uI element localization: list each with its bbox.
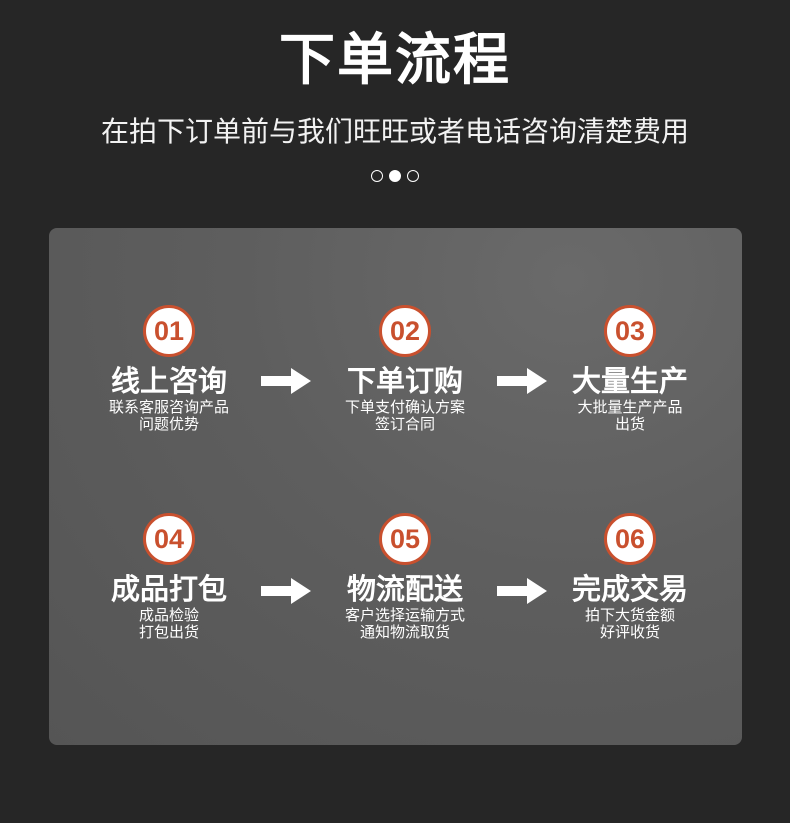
step-number-badge: 06 (604, 513, 656, 565)
right-arrow-icon (497, 578, 547, 604)
step-title: 物流配送 (346, 572, 463, 606)
step-title: 大量生产 (571, 364, 688, 398)
step-card: 06 完成交易 拍下大货金额 好评收货 (545, 513, 715, 641)
step-card: 02 下单订购 下单支付确认方案 签订合同 (320, 305, 490, 433)
step-title: 成品打包 (110, 572, 227, 606)
dot-indicator-active (389, 170, 401, 182)
step-title: 下单订购 (346, 364, 463, 398)
step-description: 联系客服咨询产品 问题优势 (108, 398, 229, 433)
step-description: 拍下大货金额 好评收货 (584, 606, 675, 641)
step-number-badge: 04 (143, 513, 195, 565)
step-description: 成品检验 打包出货 (138, 606, 199, 641)
right-arrow-icon (261, 368, 311, 394)
carousel-dots (0, 170, 790, 182)
page-title: 下单流程 (279, 28, 511, 93)
step-description: 大批量生产产品 出货 (577, 398, 683, 433)
right-arrow-icon (497, 368, 547, 394)
step-description: 下单支付确认方案 签订合同 (344, 398, 465, 433)
right-arrow-icon (261, 578, 311, 604)
step-title: 线上咨询 (110, 364, 227, 398)
dot-indicator (407, 170, 419, 182)
step-number-badge: 01 (143, 305, 195, 357)
step-number-badge: 05 (379, 513, 431, 565)
step-card: 01 线上咨询 联系客服咨询产品 问题优势 (84, 305, 254, 433)
dot-indicator (371, 170, 383, 182)
page-subtitle: 在拍下订单前与我们旺旺或者电话咨询清楚费用 (100, 115, 689, 148)
step-number-badge: 02 (379, 305, 431, 357)
step-card: 04 成品打包 成品检验 打包出货 (84, 513, 254, 641)
step-number-badge: 03 (604, 305, 656, 357)
step-card: 05 物流配送 客户选择运输方式 通知物流取货 (320, 513, 490, 641)
step-card: 03 大量生产 大批量生产产品 出货 (545, 305, 715, 433)
process-panel: 01 线上咨询 联系客服咨询产品 问题优势 02 下单订购 下单支付确认方案 签… (49, 228, 742, 745)
step-description: 客户选择运输方式 通知物流取货 (344, 606, 465, 641)
step-title: 完成交易 (571, 572, 688, 606)
